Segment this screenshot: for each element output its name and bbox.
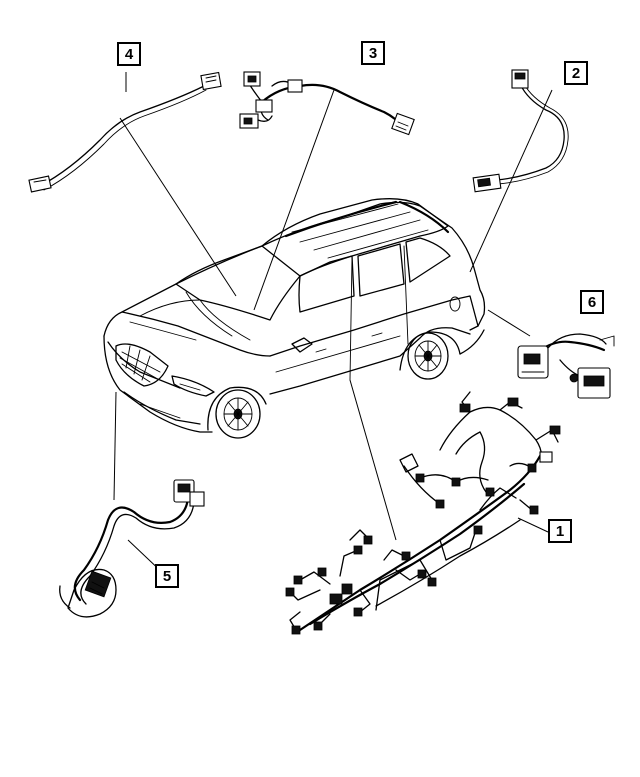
harness-2-illustration <box>472 69 569 193</box>
callout-3-label: 3 <box>361 41 385 65</box>
harness-1-illustration <box>285 391 561 635</box>
harness-4-illustration <box>28 71 222 193</box>
harness-3-illustration <box>239 71 415 136</box>
callout-1-label: 1 <box>548 519 572 543</box>
callout-6-label: 6 <box>580 290 604 314</box>
harness-6-illustration <box>517 333 615 399</box>
callout-2-label: 2 <box>564 61 588 85</box>
callout-5-label: 5 <box>155 564 179 588</box>
vehicle-illustration <box>103 198 486 439</box>
callout-4-label: 4 <box>117 42 141 66</box>
leader-lines <box>113 72 553 577</box>
harness-5-illustration <box>59 479 205 618</box>
